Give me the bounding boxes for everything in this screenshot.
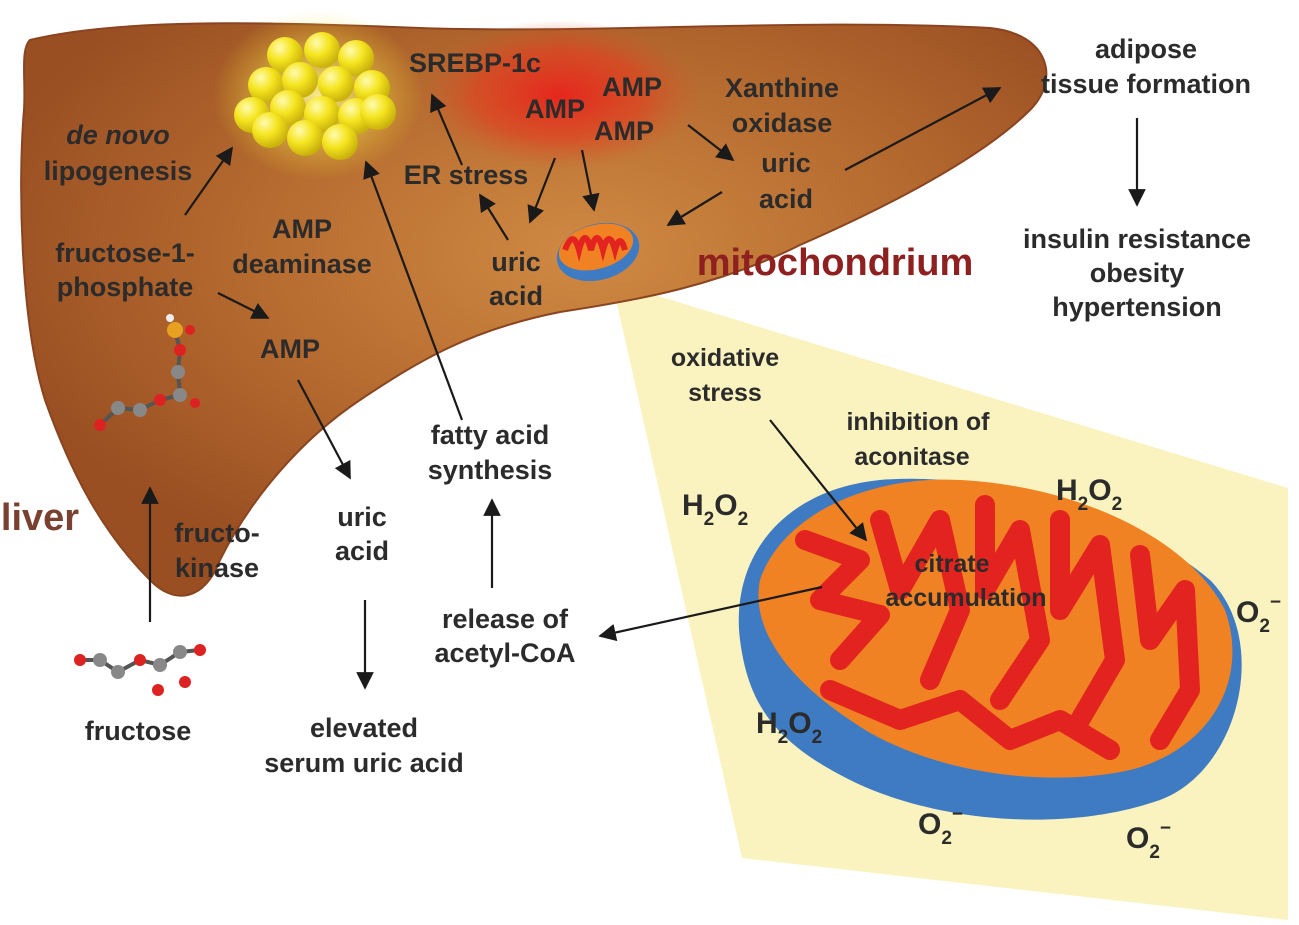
- citrate-label-2: accumulation: [885, 584, 1046, 612]
- citrate-label-1: citrate: [914, 550, 989, 578]
- mitochondrium-label: mitochondrium: [697, 242, 974, 284]
- arrow-f1p-to-amp: [217, 292, 270, 319]
- arrow-er-to-srebp: [430, 93, 464, 166]
- lipogenesis-label: lipogenesis: [44, 156, 193, 186]
- small-mitochondrion: [556, 222, 640, 282]
- inhibition-label-2: aconitase: [854, 443, 969, 471]
- de-novo-label: de novo: [66, 120, 170, 150]
- fructokinase-label-2: kinase: [175, 553, 259, 583]
- oxidative-label-1: oxidative: [671, 344, 779, 372]
- arrow-uric-to-er: [479, 193, 509, 241]
- arrow-fatty-acid-to-fat: [363, 160, 464, 421]
- adipose-label-2: tissue formation: [1041, 69, 1251, 99]
- hypertension-label: hypertension: [1052, 292, 1222, 322]
- liver-label: liver: [1, 497, 79, 539]
- large-mitochondrion: [738, 478, 1242, 820]
- h2o2-label-3: H2O2: [756, 707, 822, 748]
- arrow-citrate-to-acetyl: [598, 585, 823, 642]
- release-label-1: release of: [442, 604, 569, 634]
- fructose-1-phosphate-molecule: [94, 314, 200, 431]
- elevated-label-1: elevated: [310, 713, 418, 743]
- arrow-amp-to-uric: [297, 379, 351, 480]
- o2-radical-label-3: O2−: [1126, 818, 1171, 863]
- fructose-molecule: [74, 644, 206, 696]
- uric-acid-low-label-1: uric: [337, 502, 387, 532]
- amp-label-3: AMP: [594, 116, 654, 146]
- lipid-droplets: [234, 32, 396, 160]
- arrow-f1p-to-lipogenesis: [184, 146, 234, 216]
- o2-radical-label-2: O2−: [918, 804, 963, 849]
- uric-acid-xo-label-1: uric: [761, 148, 811, 178]
- uric-acid-low-label-2: acid: [335, 536, 389, 566]
- amp-label-2: AMP: [602, 72, 662, 102]
- fructose-1-phosphate-label-2: phosphate: [57, 272, 194, 302]
- xanthine-label-2: oxidase: [732, 108, 833, 138]
- srebp-label: SREBP-1c: [409, 48, 541, 78]
- labels: de novo lipogenesis SREBP-1c AMP AMP AMP…: [1, 34, 1281, 863]
- amp-label-1: AMP: [525, 94, 585, 124]
- uric-acid-xo-label-2: acid: [759, 184, 813, 214]
- amp-lower-label: AMP: [260, 334, 320, 364]
- amp-deaminase-label-1: AMP: [272, 214, 332, 244]
- arrow-amp1-to-uric: [527, 157, 557, 224]
- arrow-oxidative-to-citrate: [769, 419, 868, 542]
- arrow-uric-to-adipose: [844, 87, 1002, 171]
- uric-acid-mid-label-2: acid: [489, 281, 543, 311]
- release-label-2: acetyl-CoA: [434, 638, 575, 668]
- adipose-label-1: adipose: [1095, 34, 1197, 64]
- fructose-label: fructose: [85, 716, 192, 746]
- fatty-acid-label-1: fatty acid: [431, 420, 550, 450]
- arrow-amp2-to-mito: [580, 149, 600, 212]
- insulin-label: insulin resistance: [1023, 224, 1251, 254]
- inhibition-label-1: inhibition of: [846, 408, 990, 436]
- oxidative-label-2: stress: [688, 379, 762, 407]
- fatty-acid-label-2: synthesis: [428, 455, 553, 485]
- arrows: [141, 87, 1146, 690]
- obesity-label: obesity: [1090, 258, 1185, 288]
- arrow-amp-to-xo: [687, 124, 735, 162]
- amp-deaminase-label-2: deaminase: [232, 249, 372, 279]
- arrow-uric-to-mito: [666, 191, 723, 226]
- h2o2-label-1: H2O2: [682, 489, 748, 530]
- er-stress-label: ER stress: [404, 160, 529, 190]
- o2-radical-label-1: O2−: [1236, 592, 1281, 637]
- h2o2-label-2: H2O2: [1056, 474, 1122, 515]
- uric-acid-mid-label-1: uric: [491, 247, 541, 277]
- elevated-label-2: serum uric acid: [264, 748, 464, 778]
- xanthine-label-1: Xanthine: [725, 73, 839, 103]
- fructokinase-label-1: fructo-: [174, 518, 259, 548]
- fructose-1-phosphate-label-1: fructose-1-: [55, 238, 195, 268]
- amp-glow: [420, 20, 700, 170]
